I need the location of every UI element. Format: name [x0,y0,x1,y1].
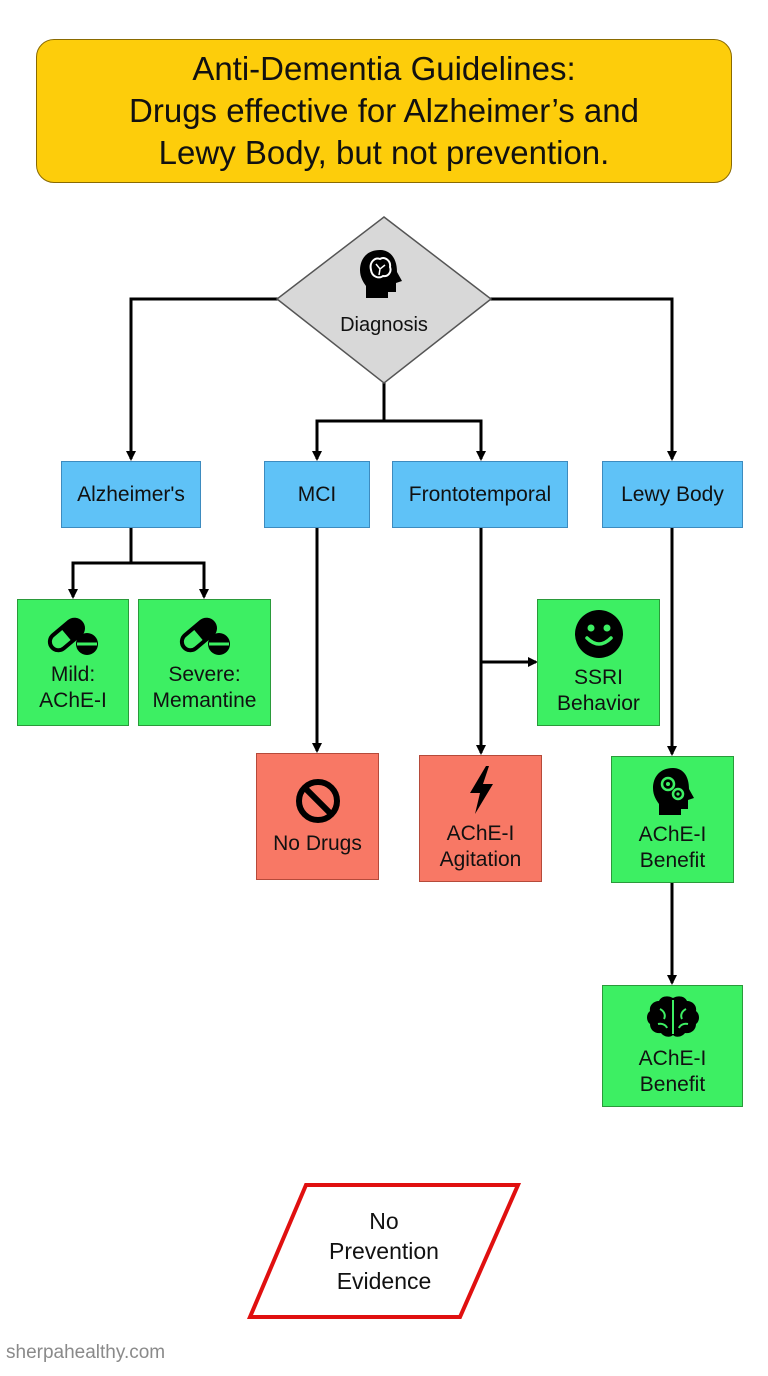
no-prevention-line-2: Prevention [329,1238,439,1264]
node-severe-memantine: Severe: Memantine [138,599,271,726]
mild-line-1: Mild: [50,662,96,686]
arrow-diagnosis-to-alzheimers [126,297,278,461]
node-lewy-body-label: Lewy Body [621,482,724,506]
smiley-icon [574,609,623,658]
title-line-1: Anti-Dementia Guidelines: [192,50,576,87]
mild-line-2: AChE-I [39,688,107,712]
ssri-line-1: SSRI [573,665,623,689]
no-prevention-text: No Prevention Evidence [300,1206,468,1296]
prohibited-icon [295,778,340,823]
pill-icon [47,617,98,655]
arrow-diagnosis-to-lewy [490,297,677,461]
lewy-benefit-1-line-2: Benefit [639,848,706,872]
node-mild-ache-i: Mild: AChE-I [17,599,129,726]
ssri-line-2: Behavior [557,691,640,715]
node-alzheimers-label: Alzheimer's [77,482,185,506]
severe-line-1: Severe: [168,662,241,686]
node-mci: MCI [264,461,370,528]
arrow-diagnosis-to-frontotemporal [384,419,486,461]
no-drugs-label: No Drugs [273,831,362,855]
title-line-3: Lewy Body, but not prevention. [158,134,610,171]
pill-icon [179,617,230,655]
title-banner: Anti-Dementia Guidelines: Drugs effectiv… [36,39,732,183]
arrow-alzheimers-to-mild [68,561,131,599]
connector-lines [68,297,677,985]
node-no-drugs: No Drugs [256,753,379,880]
node-ssri-behavior: SSRI Behavior [537,599,660,726]
title-line-2: Drugs effective for Alzheimer’s and [129,92,639,129]
node-ache-i-agitation: AChE-I Agitation [419,755,542,882]
node-alzheimers: Alzheimer's [61,461,201,528]
head-brain-icon [360,250,402,298]
node-lewy-ache-i-benefit-1: AChE-I Benefit [611,756,734,883]
agitation-line-1: AChE-I [446,821,515,845]
no-prevention-line-1: No [369,1208,399,1234]
node-lewy-ache-i-benefit-2: AChE-I Benefit [602,985,743,1107]
arrow-alzheimers-to-severe [131,561,209,599]
lightning-icon [469,765,493,814]
lewy-benefit-1-line-1: AChE-I [638,822,707,846]
lewy-benefit-2-line-1: AChE-I [638,1047,707,1070]
head-gears-icon [652,767,694,815]
node-lewy-body: Lewy Body [602,461,743,528]
agitation-line-2: Agitation [439,847,522,871]
node-frontotemporal: Frontotemporal [392,461,568,528]
node-mci-label: MCI [297,482,337,506]
no-prevention-line-3: Evidence [336,1268,432,1294]
node-frontotemporal-label: Frontotemporal [408,482,552,506]
diagnosis-label: Diagnosis [340,314,428,336]
arrow-diagnosis-to-mci [312,419,384,461]
brain-icon [646,996,699,1037]
diagnosis-diamond [275,216,493,384]
watermark: sherpahealthy.com [6,1342,166,1363]
no-prevention-parallelogram [246,1183,522,1319]
severe-line-2: Memantine [152,688,257,712]
lewy-benefit-2-line-2: Benefit [639,1073,706,1096]
